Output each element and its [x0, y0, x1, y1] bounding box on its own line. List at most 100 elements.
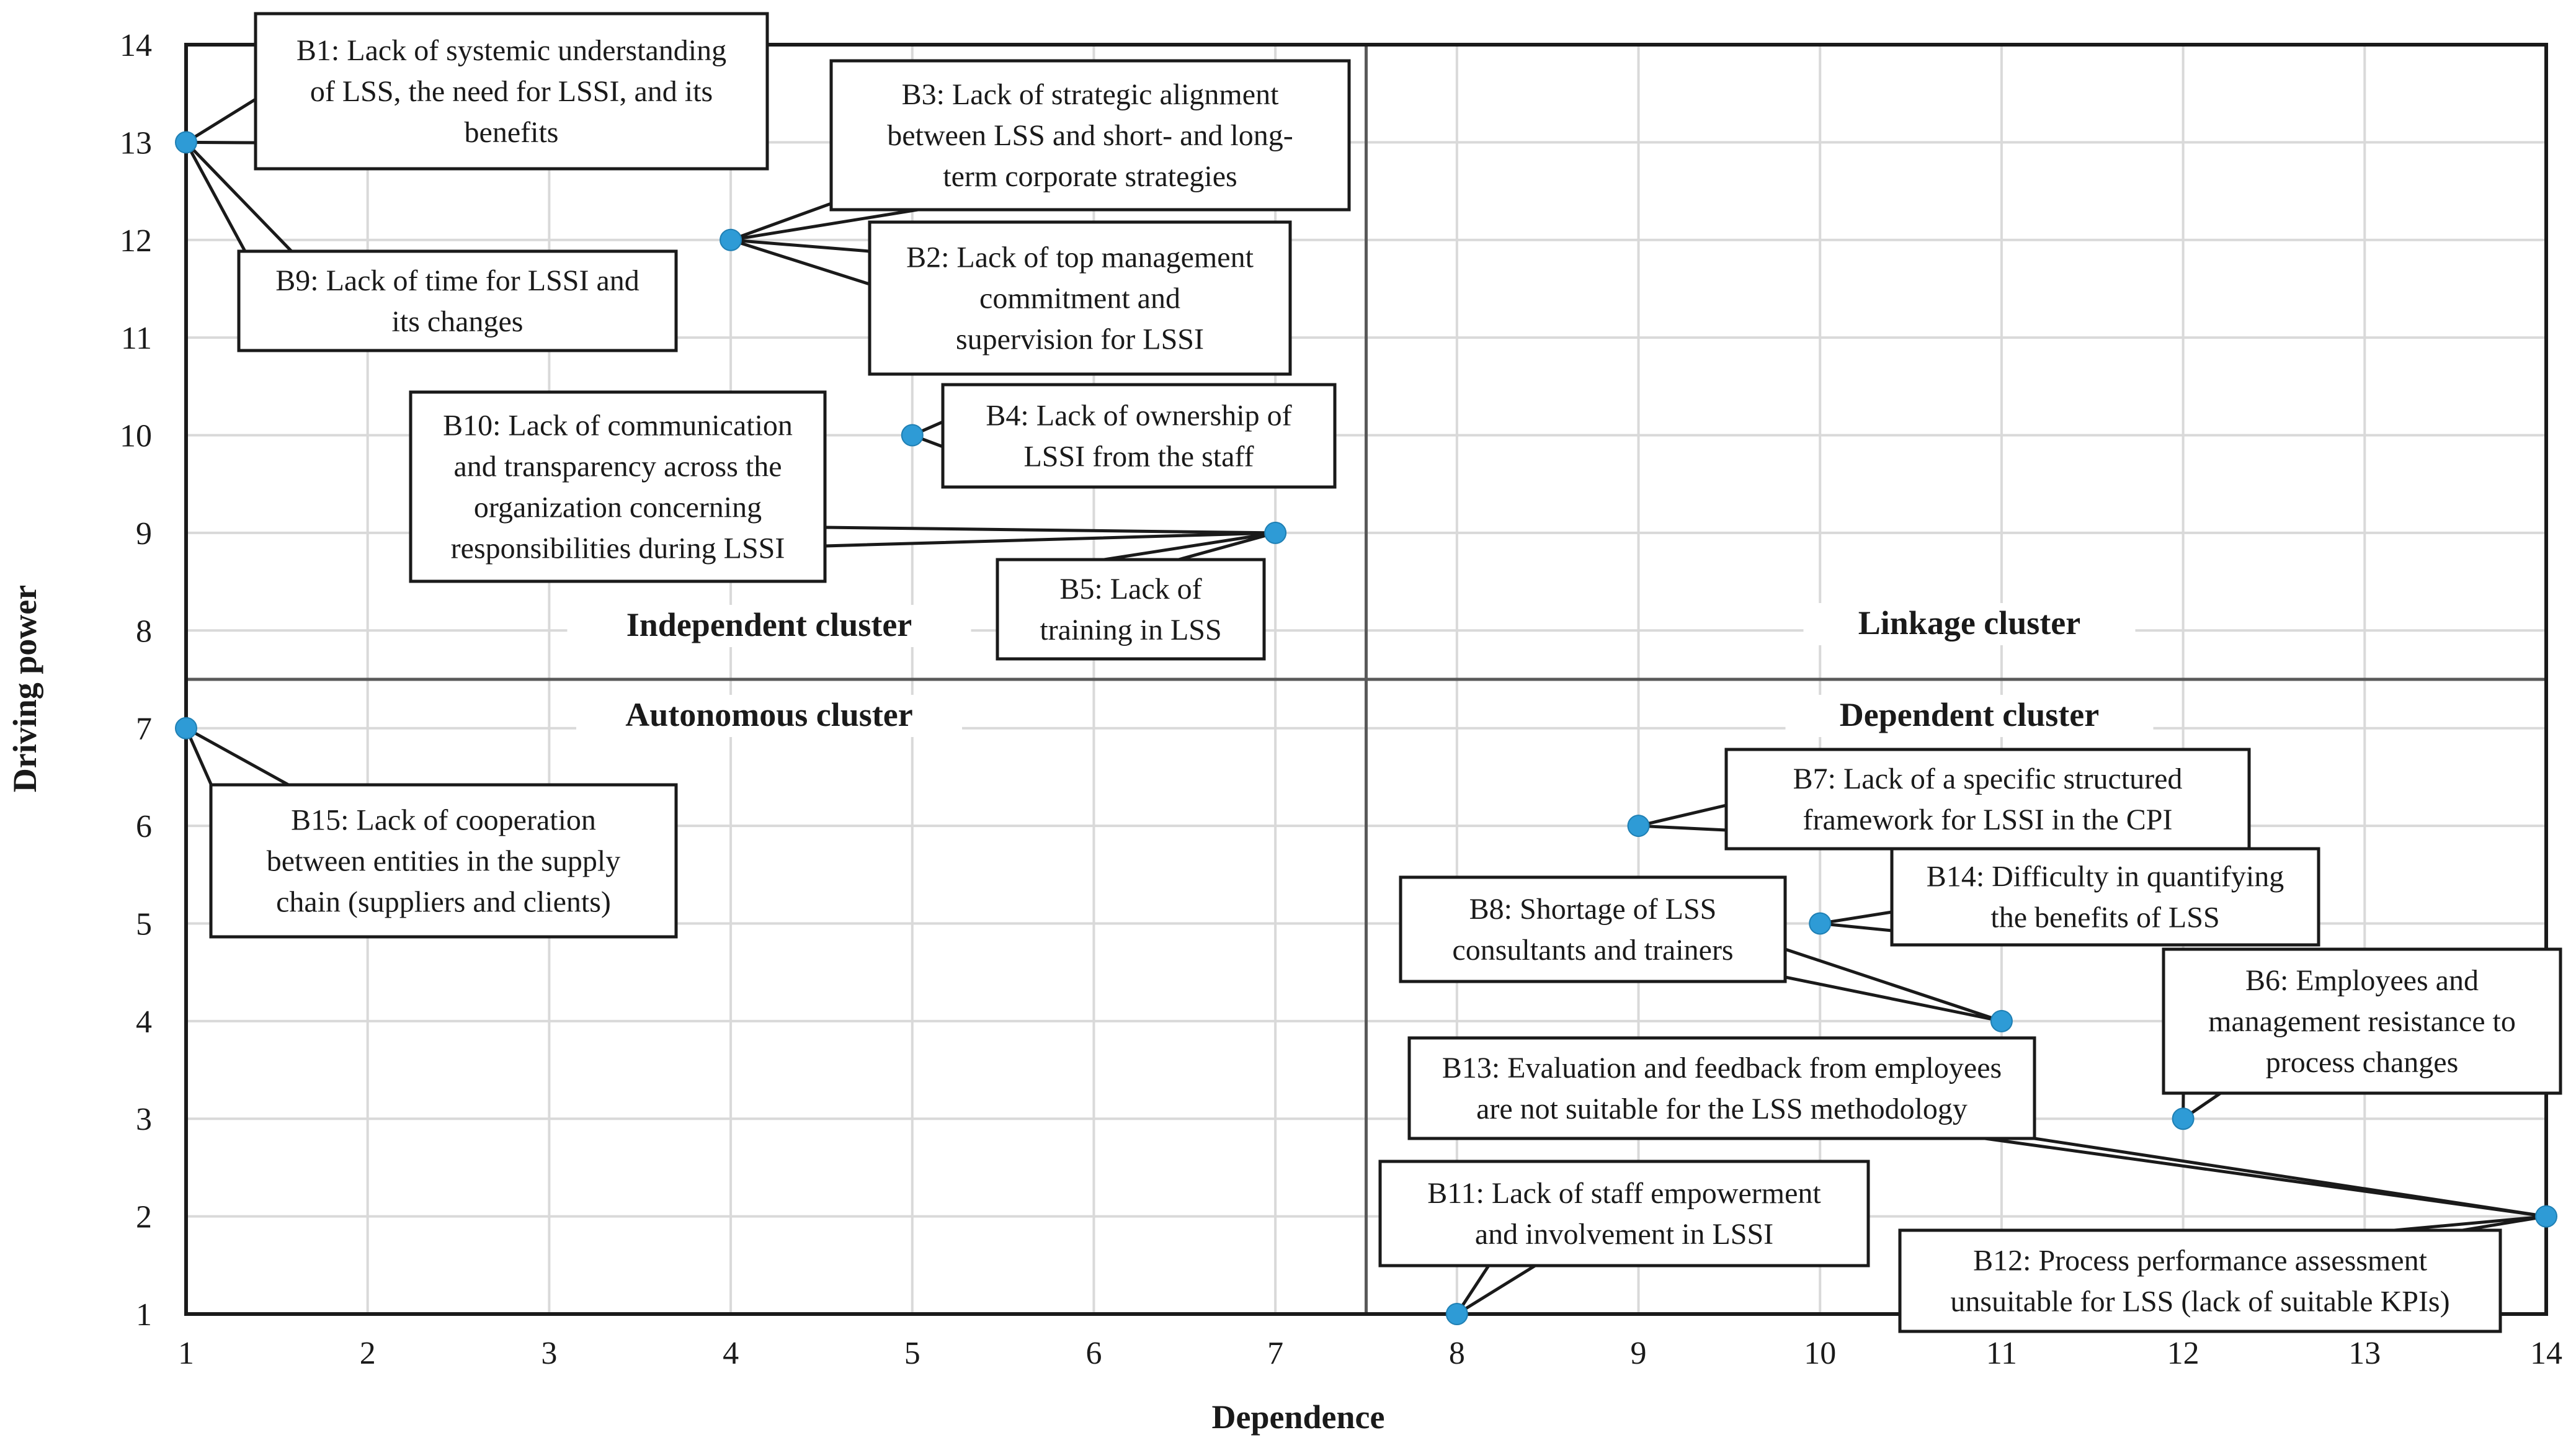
y-tick-label: 5 — [136, 906, 152, 942]
callout-text-line: framework for LSSI in the CPI — [1803, 803, 2173, 836]
callout-text-line: B5: Lack of — [1059, 573, 1201, 606]
callout-text-line: B12: Process performance assessment — [1973, 1245, 2427, 1277]
callout-text-line: B6: Employees and — [2245, 964, 2479, 997]
cluster-label-dependent: Dependent cluster — [1840, 696, 2099, 733]
callout-b3: B3: Lack of strategic alignment between L… — [730, 59, 1351, 242]
x-tick-label: 4 — [723, 1336, 739, 1371]
x-tick-label: 11 — [1986, 1336, 2017, 1371]
callout-b1: B1: Lack of systemic understanding of LSS… — [180, 12, 769, 171]
data-point-b7 — [1627, 815, 1650, 838]
callout-box — [941, 383, 1337, 489]
cluster-label-bg-linkage — [1803, 603, 2136, 645]
callout-text-line: training in LSS — [1040, 614, 1221, 646]
callout-text-line: organization concerning — [474, 491, 762, 524]
callout-text-line: supervision for LSSI — [956, 323, 1204, 356]
callout-leader — [1638, 803, 1728, 832]
plot-frame — [184, 43, 2548, 1316]
callout-box — [209, 783, 678, 939]
callout-text-line: B3: Lack of strategic alignment — [902, 78, 1279, 111]
callout-text-line: B10: Lack of communication — [443, 409, 793, 442]
x-tick-label: 6 — [1085, 1336, 1102, 1371]
callout-b5: B5: Lack of training in LSS — [996, 531, 1276, 661]
y-tick-label: 13 — [120, 125, 152, 161]
cluster-label-independent: Independent cluster — [626, 606, 912, 643]
callout-text-line: B2: Lack of top management — [906, 241, 1254, 274]
callout-box — [1399, 875, 1787, 983]
x-tick-label: 8 — [1449, 1336, 1465, 1371]
callout-text-line: B15: Lack of cooperation — [291, 804, 596, 837]
y-tick-label: 10 — [120, 419, 152, 454]
callout-b9: B9: Lack of time for LSSI and its changes — [184, 141, 678, 352]
y-tick-label: 12 — [120, 223, 152, 259]
x-tick-label: 9 — [1631, 1336, 1647, 1371]
callout-text-line: B9: Lack of time for LSSI and — [275, 264, 640, 297]
callout-leader — [1984, 1137, 2547, 1218]
callout-leader — [182, 724, 294, 793]
cluster-label-bg-autonomous — [576, 695, 962, 737]
callout-b10: B10: Lack of communication and transparen… — [409, 390, 1276, 583]
cluster-label-autonomous: Autonomous cluster — [625, 696, 913, 733]
y-tick-label: 11 — [121, 321, 152, 356]
callout-text-line: are not suitable for the LSS methodology — [1476, 1093, 1968, 1125]
y-tick-label: 3 — [136, 1102, 152, 1137]
data-point-b4 — [901, 424, 924, 447]
data-point-b11 — [1445, 1303, 1468, 1325]
callout-box — [2162, 947, 2562, 1095]
y-tick-label: 14 — [120, 28, 152, 63]
y-tick-label: 1 — [136, 1297, 152, 1333]
callout-text-line: B1: Lack of systemic understanding — [296, 34, 726, 67]
data-point-b8 — [1990, 1009, 2013, 1032]
quadrant-dividers — [186, 45, 2546, 1314]
callout-text-line: of LSS, the need for LSSI, and its — [310, 75, 713, 108]
x-tick-label: 3 — [541, 1336, 557, 1371]
x-tick-label: 5 — [904, 1336, 920, 1371]
data-point-b14 — [1809, 912, 1832, 935]
callout-box — [1407, 1036, 2036, 1140]
callout-text-line: benefits — [465, 116, 559, 149]
y-tick-label: 7 — [136, 712, 152, 747]
callout-b12: B12: Process performance assessment unsui… — [1898, 1215, 2547, 1333]
callout-box — [996, 558, 1266, 661]
data-point-b1 — [175, 131, 197, 154]
callout-text-line: its changes — [392, 305, 524, 338]
callout-text-line: commitment and — [979, 282, 1180, 315]
callout-text-line: and transparency across the — [453, 450, 782, 483]
data-point-b6 — [2172, 1107, 2195, 1130]
callout-text-line: and involvement in LSSI — [1475, 1218, 1773, 1251]
x-tick-label: 1 — [178, 1336, 194, 1371]
y-tick-label: 4 — [136, 1004, 152, 1040]
callout-text-line: management resistance to — [2208, 1005, 2516, 1038]
callout-text-line: consultants and trainers — [1452, 934, 1733, 967]
callout-b13: B13: Evaluation and feedback from employ… — [1407, 1036, 2547, 1218]
callout-box — [868, 220, 1292, 376]
callout-box — [1898, 1228, 2502, 1333]
cluster-label-bg-dependent — [1785, 695, 2154, 737]
callout-leader — [1783, 947, 2002, 1023]
y-axis-title: Driving power — [6, 585, 43, 792]
callout-text-line: B4: Lack of ownership of — [986, 400, 1291, 432]
callout-box — [829, 59, 1351, 212]
x-tick-label: 10 — [1804, 1336, 1836, 1371]
callout-text-line: chain (suppliers and clients) — [276, 886, 611, 919]
callout-text-line: unsuitable for LSS (lack of suitable KPI… — [1950, 1285, 2449, 1318]
callout-box — [1724, 748, 2251, 851]
data-points — [175, 131, 2557, 1325]
callout-leader — [2394, 1215, 2547, 1232]
callout-text-line: between LSS and short- and long- — [887, 119, 1293, 152]
y-tick-label: 8 — [136, 614, 152, 649]
callout-text-line: responsibilities during LSSI — [451, 532, 785, 565]
callout-leader — [1455, 1264, 1541, 1316]
x-tick-label: 2 — [360, 1336, 376, 1371]
callout-text-line: B14: Difficulty in quantifying — [1927, 861, 2284, 893]
callout-box — [409, 390, 827, 583]
callout-box — [1378, 1160, 1870, 1267]
x-tick-label: 7 — [1267, 1336, 1283, 1371]
callout-text-line: B7: Lack of a specific structured — [1793, 762, 2183, 795]
x-axis-title: Dependence — [1212, 1398, 1385, 1436]
